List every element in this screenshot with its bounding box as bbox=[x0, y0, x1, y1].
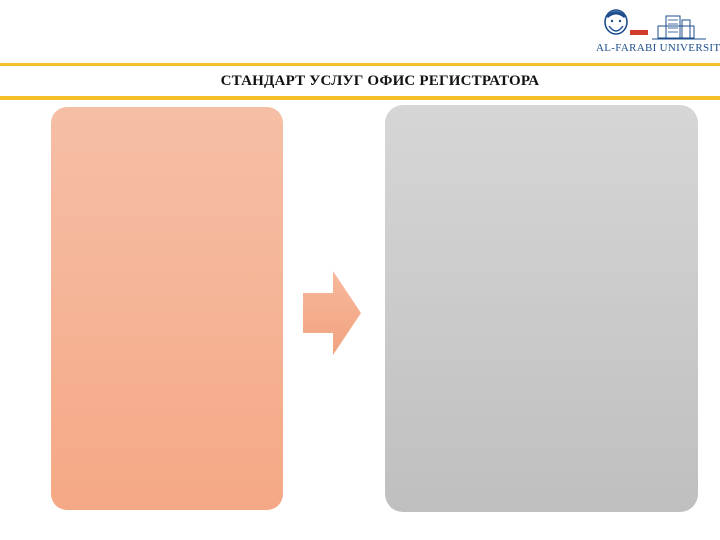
header-bottom-band bbox=[0, 96, 720, 100]
left-content-panel bbox=[51, 107, 283, 510]
right-content-panel bbox=[385, 105, 698, 512]
university-logo: AL-FARABI UNIVERSITY bbox=[596, 6, 720, 58]
al-farabi-portrait-icon bbox=[604, 9, 706, 40]
page-title: СТАНДАРТ УСЛУГ ОФИС РЕГИСТРАТОРА bbox=[220, 72, 540, 89]
right-arrow-icon bbox=[303, 271, 361, 355]
logo-wordmark: AL-FARABI UNIVERSITY bbox=[596, 42, 720, 54]
header-top-band bbox=[0, 63, 720, 66]
